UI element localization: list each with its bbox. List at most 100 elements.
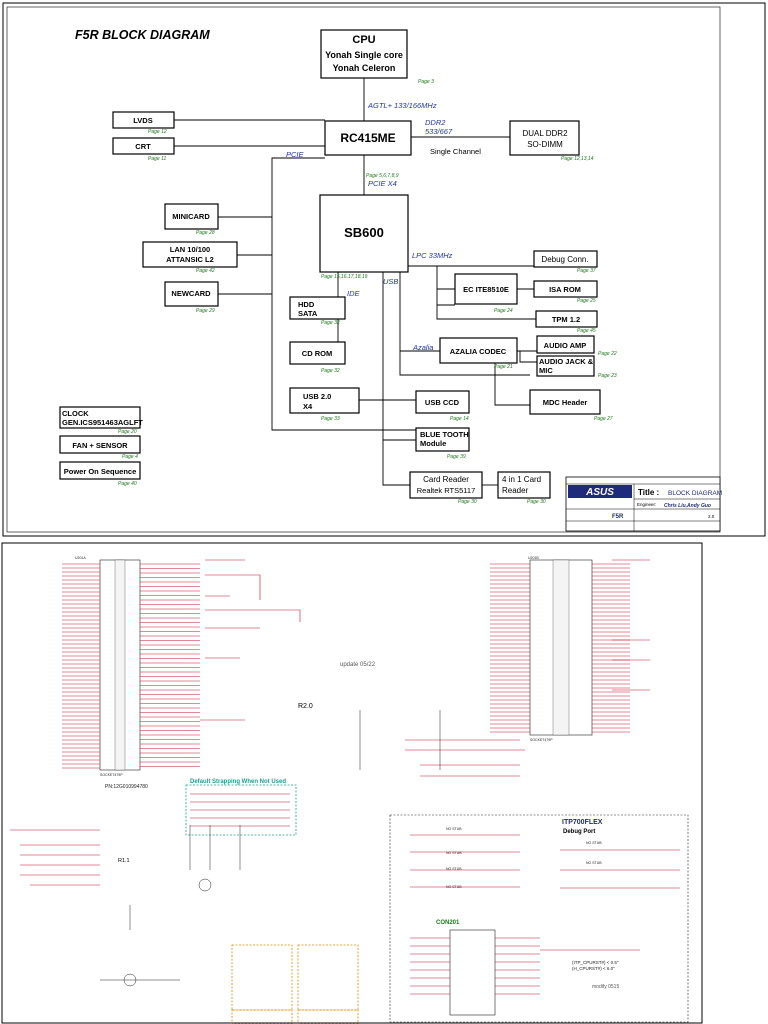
update-note: update 05/22 bbox=[340, 662, 376, 668]
bus-ddr2-speed: 533/667 bbox=[425, 127, 453, 136]
usb20-page-ref: Page 33 bbox=[321, 416, 340, 422]
engineer-value: Chris Liu,Andy Guo bbox=[664, 503, 711, 509]
usb20-line2: X4 bbox=[303, 402, 313, 411]
lvds-label: LVDS bbox=[133, 116, 152, 125]
title-block: ASUS Title : BLOCK DIAGRAM Engineer: Chr… bbox=[565, 476, 722, 532]
bus-pciex4: PCIE X4 bbox=[368, 179, 397, 188]
bluetooth-line1: BLUE TOOTH bbox=[420, 430, 469, 439]
isa-rom-block: ISA ROM Page 25 bbox=[533, 280, 598, 304]
hdd-block: HDD SATA Page 32 bbox=[289, 296, 346, 326]
isa-rom-page-ref: Page 25 bbox=[577, 298, 596, 304]
tpm-page-ref: Page 45 bbox=[577, 328, 596, 334]
southbridge-label: SB600 bbox=[344, 225, 384, 240]
usb-ccd-label: USB CCD bbox=[425, 398, 460, 407]
audio-amp-label: AUDIO AMP bbox=[544, 341, 587, 350]
four-in-one-page-ref: Page 30 bbox=[527, 499, 546, 505]
isa-rom-label: ISA ROM bbox=[549, 285, 581, 294]
cpu-part: SOCKET479P bbox=[100, 773, 123, 777]
azalia-codec-label: AZALIA CODEC bbox=[450, 347, 507, 356]
card-reader-page-ref: Page 30 bbox=[458, 499, 477, 505]
ec-page-ref: Page 24 bbox=[494, 308, 513, 314]
tpm-block: TPM 1.2 Page 45 bbox=[535, 310, 598, 334]
power-on-label: Power On Sequence bbox=[64, 467, 137, 476]
clock-gen-line2: GEN.ICS951463AGLFT bbox=[62, 418, 143, 427]
revision-r11: R1.1 bbox=[118, 858, 130, 864]
length-boxes bbox=[231, 944, 359, 1024]
ddr-page-ref: Page 12,13,14 bbox=[561, 156, 594, 162]
con-ref: CON201 bbox=[436, 920, 460, 926]
bus-lpc: LPC 33MHz bbox=[412, 251, 453, 260]
cpu-title: CPU bbox=[352, 34, 375, 46]
block-diagram-sheet: F5R BLOCK DIAGRAM CPU Yonah Single core … bbox=[2, 2, 766, 537]
itp-note-1: (ITP_CPURST#) < 0.5" bbox=[572, 960, 619, 965]
crt-block: CRT Page 11 bbox=[112, 137, 175, 162]
strap-title: Default Strapping When Not Used bbox=[190, 779, 286, 785]
debug-conn-block: Debug Conn. Page 37 bbox=[533, 250, 598, 274]
ec-label: EC ITE8510E bbox=[463, 285, 509, 294]
lvds-block: LVDS Page 12 bbox=[112, 111, 175, 135]
usb-ccd-page-ref: Page 14 bbox=[450, 416, 469, 422]
asus-logo: ASUS bbox=[585, 487, 614, 498]
hdd-line1: HDD bbox=[298, 300, 315, 309]
lan-line1: LAN 10/100 bbox=[170, 245, 210, 254]
rev-value: 2.0 bbox=[708, 514, 715, 519]
bluetooth-block: BLUE TOOTH Module Page 39 bbox=[415, 427, 470, 460]
audio-amp-page-ref: Page 22 bbox=[598, 351, 617, 357]
cd-rom-label: CD ROM bbox=[302, 349, 332, 358]
audio-jack-block: AUDIO JACK & MIC Page 23 bbox=[536, 355, 617, 379]
bluetooth-line2: Module bbox=[420, 439, 446, 448]
sheet-title: F5R BLOCK DIAGRAM bbox=[75, 28, 210, 42]
thermal-circuit: R1.1 bbox=[10, 825, 241, 987]
cpu-line1: Yonah Single core bbox=[325, 50, 403, 60]
strap-box: Default Strapping When Not Used bbox=[185, 779, 297, 836]
minicard-label: MINICARD bbox=[172, 212, 210, 221]
bus-ddr2: DDR2 bbox=[425, 118, 446, 127]
clock-gen-block: CLOCK GEN.ICS951463AGLFT Page 20 bbox=[59, 406, 143, 435]
title-value: BLOCK DIAGRAM bbox=[668, 490, 722, 497]
cpu-schematic-sheet: U201A SOCKET479P PN:12G010994780 U201B S… bbox=[1, 542, 703, 1024]
no-stub-1: NO STUB bbox=[446, 827, 462, 831]
bus-azalia: Azalia bbox=[412, 343, 433, 352]
bus-ide: IDE bbox=[347, 289, 361, 298]
fan-sensor-page-ref: Page 4 bbox=[122, 454, 138, 460]
four-in-one-line1: 4 in 1 Card bbox=[502, 475, 541, 484]
itp-title1: ITP700FLEX bbox=[562, 819, 603, 826]
cpu-symbol-u201b: U201B SOCKET479P bbox=[490, 556, 630, 742]
northbridge-block: RC415ME Page 5,6,7,8,9 bbox=[324, 120, 412, 179]
hdd-line2: SATA bbox=[298, 309, 318, 318]
southbridge-block: SB600 Page 15,16,17,18,19 bbox=[319, 194, 409, 280]
no-stub-5: NO STUB bbox=[586, 841, 602, 845]
mdc-header-label: MDC Header bbox=[543, 398, 588, 407]
power-on-block: Power On Sequence Page 40 bbox=[59, 461, 141, 487]
asus-logo-bg bbox=[568, 485, 632, 498]
ddr-block: DUAL DDR2 SO-DIMM Page 12,13,14 bbox=[509, 120, 594, 162]
southbridge-page-ref: Page 15,16,17,18,19 bbox=[321, 274, 368, 280]
usb20-block: USB 2.0 X4 Page 33 bbox=[289, 387, 360, 422]
sock-part: SOCKET479P bbox=[530, 738, 553, 742]
cpu-line2: Yonah Celeron bbox=[333, 63, 396, 73]
revision-r20: R2.0 bbox=[298, 703, 313, 710]
power-on-page-ref: Page 40 bbox=[118, 481, 137, 487]
audio-jack-line2: MIC bbox=[539, 366, 553, 375]
clock-gen-line1: CLOCK bbox=[62, 409, 89, 418]
ddr-line1: DUAL DDR2 bbox=[522, 129, 568, 138]
crt-label: CRT bbox=[135, 142, 151, 151]
cpu-pn: PN:12G010994780 bbox=[105, 784, 148, 790]
hdd-page-ref: Page 32 bbox=[321, 320, 340, 326]
ec-block: EC ITE8510E Page 24 bbox=[454, 273, 518, 314]
four-in-one-line2: Reader bbox=[502, 486, 529, 495]
sock-ref: U201B bbox=[528, 556, 539, 560]
title-label: Title : bbox=[638, 488, 659, 497]
lan-line2: ATTANSIC L2 bbox=[166, 255, 214, 264]
no-stub-2: NO STUB bbox=[446, 851, 462, 855]
modify-note: modify 0515 bbox=[592, 984, 619, 990]
project-value: F5R bbox=[612, 514, 624, 520]
cd-rom-page-ref: Page 32 bbox=[321, 368, 340, 374]
itp-title2: Debug Port bbox=[563, 829, 595, 835]
newcard-block: NEWCARD Page 29 bbox=[164, 281, 219, 314]
no-stub-6: NO STUB bbox=[586, 861, 602, 865]
tpm-label: TPM 1.2 bbox=[552, 315, 580, 324]
fan-sensor-label: FAN + SENSOR bbox=[72, 441, 128, 450]
azalia-codec-page-ref: Page 21 bbox=[494, 364, 513, 370]
newcard-label: NEWCARD bbox=[171, 289, 211, 298]
